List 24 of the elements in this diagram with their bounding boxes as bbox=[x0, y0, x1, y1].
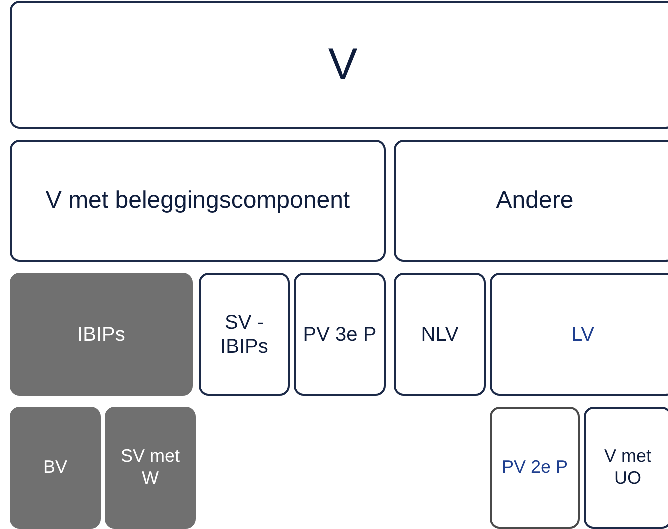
category-box bbox=[10, 407, 101, 529]
category-label: SV - IBIPs bbox=[220, 310, 270, 358]
category-label: LV bbox=[572, 322, 594, 346]
category-label: NLV bbox=[421, 322, 459, 346]
category-label: V met beleggingscomponent bbox=[46, 186, 350, 216]
category-box bbox=[394, 273, 486, 396]
category-box bbox=[294, 273, 386, 396]
category-label: IBIPs bbox=[78, 322, 126, 346]
category-label: BV bbox=[43, 457, 68, 479]
category-box bbox=[490, 273, 668, 396]
category-box bbox=[584, 407, 668, 529]
category-label: PV 2e P bbox=[502, 457, 568, 479]
category-box bbox=[10, 273, 193, 396]
category-box bbox=[10, 140, 386, 262]
category-label: Andere bbox=[496, 186, 574, 216]
category-label: PV 3e P bbox=[303, 322, 377, 346]
category-label: V bbox=[328, 38, 358, 91]
category-box bbox=[490, 407, 580, 529]
category-label: V met UO bbox=[603, 446, 652, 490]
category-label: SV met W bbox=[120, 446, 182, 490]
category-box bbox=[105, 407, 196, 529]
category-box bbox=[10, 1, 668, 129]
category-box bbox=[394, 140, 668, 262]
category-box bbox=[199, 273, 290, 396]
